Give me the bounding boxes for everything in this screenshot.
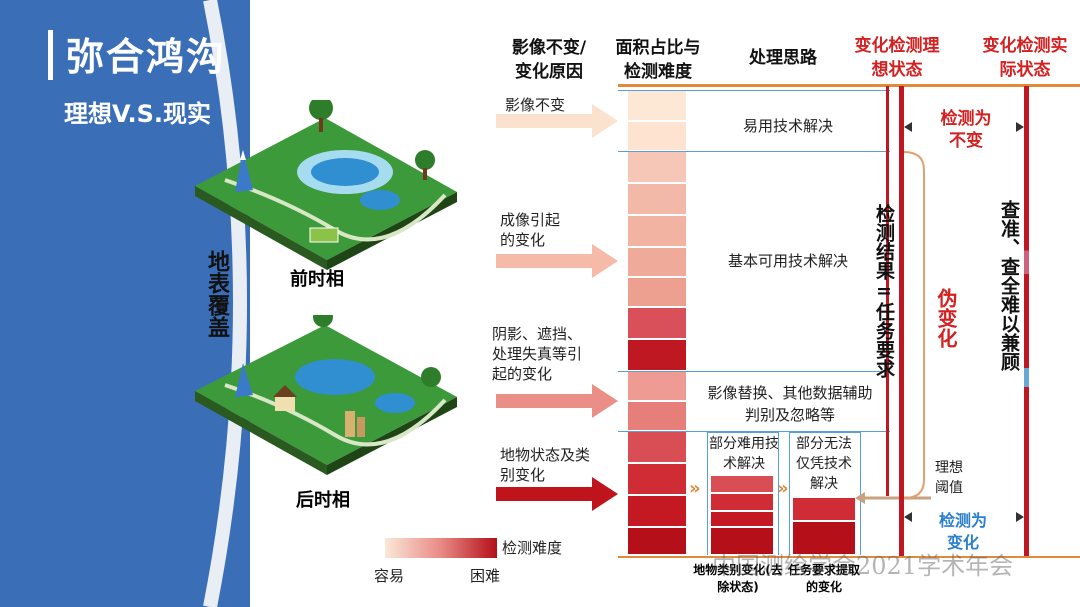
arrow-cause-2	[496, 244, 618, 278]
hard-balance-label: 查准、查全难以兼顾	[998, 200, 1020, 371]
bottom-divider	[618, 556, 1080, 558]
cause-4: 地物状态及类别变化	[500, 446, 591, 484]
ideal-line	[899, 86, 904, 556]
before-map-illustration	[195, 100, 457, 270]
row-separator	[618, 90, 890, 91]
header-area: 面积占比与检测难度	[615, 38, 701, 82]
after-label: 后时相	[296, 490, 350, 511]
area-cell	[628, 216, 686, 248]
area-cell	[628, 340, 686, 370]
area-cell	[628, 184, 686, 216]
area-cell	[628, 432, 686, 464]
threshold-arrow	[855, 492, 931, 504]
cause-1: 影像不变	[505, 96, 566, 114]
approach-4: 部分难用技术解决	[709, 436, 779, 472]
header-approach: 处理思路	[749, 48, 817, 68]
before-label: 前时相	[290, 269, 344, 290]
top-divider	[618, 84, 1080, 87]
approach-1: 易用技术解决	[742, 117, 833, 135]
page-title: 弥合鸿沟	[66, 35, 227, 79]
cause-3: 阴影、遮挡、处理失真等引起的变化	[492, 325, 583, 383]
panel-curve	[150, 0, 247, 607]
arrow-cause-4	[496, 477, 618, 511]
detect-unchanged-label: 检测为不变	[940, 109, 992, 151]
subcolumn-box-1	[707, 432, 779, 555]
approach-3: 影像替换、其他数据辅助判别及忽略等	[707, 384, 873, 424]
header-cause: 影像不变/变化原因	[511, 38, 587, 82]
subcolumn-cell	[711, 476, 773, 492]
after-map-illustration	[195, 315, 457, 475]
bottom-label-2: 任务要求提取的变化	[787, 563, 860, 594]
approach-5: 部分无法仅凭技术解决	[796, 436, 852, 492]
difficulty-legend-bar	[385, 538, 497, 558]
result-equals-task-label: 检测结果=任务要求	[873, 204, 895, 378]
area-cell	[628, 372, 686, 402]
area-cell	[628, 308, 686, 340]
area-cell	[628, 402, 686, 432]
actual-line	[1024, 86, 1029, 556]
area-cell	[628, 90, 686, 122]
subcolumn-cell	[793, 498, 855, 520]
area-cell	[628, 152, 686, 184]
subcolumn-cell	[711, 512, 773, 526]
arrow-cause-3	[496, 384, 618, 418]
area-cell	[628, 528, 686, 554]
threshold-label: 理想阈值	[935, 460, 963, 496]
subcolumn-box-2	[789, 432, 861, 555]
header-ideal: 变化检测理想状态	[854, 36, 940, 80]
row-separator	[618, 431, 890, 432]
subcolumn-cell	[711, 528, 773, 554]
pseudo-change-label: 伪变化	[934, 288, 958, 348]
chevron-right-icon: »	[777, 478, 789, 499]
area-cell	[628, 248, 686, 278]
cause-2: 成像引起的变化	[500, 211, 561, 249]
legend-easy: 容易	[374, 567, 405, 585]
area-cell	[628, 278, 686, 308]
watermark: 中国测绘学会2021学术年会	[712, 552, 1014, 580]
area-cell	[628, 464, 686, 496]
header-actual: 变化检测实际状态	[982, 36, 1068, 80]
detect-changed-label: 检测为变化	[938, 511, 987, 552]
unchanged-arrow	[904, 122, 1024, 132]
row-separator	[618, 371, 890, 372]
area-cell	[628, 122, 686, 150]
subcolumn-cell	[711, 494, 773, 510]
changed-arrow	[904, 512, 1024, 522]
ideal-line-inner	[886, 86, 889, 496]
area-cell	[628, 496, 686, 528]
page-subtitle: 理想V.S.现实	[64, 100, 211, 128]
legend-title: 检测难度	[502, 539, 563, 557]
legend-hard: 困难	[470, 567, 501, 585]
pseudo-change-bracket	[903, 151, 925, 499]
side-label: 地表覆盖	[204, 250, 229, 338]
arrow-cause-1	[496, 104, 618, 138]
bottom-label-1: 地物类别变化(去除状态)	[693, 563, 783, 594]
title-accent-bar	[48, 30, 53, 80]
subcolumn-cell	[793, 522, 855, 554]
chevron-right-icon: »	[689, 478, 701, 499]
row-separator	[618, 151, 890, 152]
approach-2: 基本可用技术解决	[727, 252, 848, 270]
